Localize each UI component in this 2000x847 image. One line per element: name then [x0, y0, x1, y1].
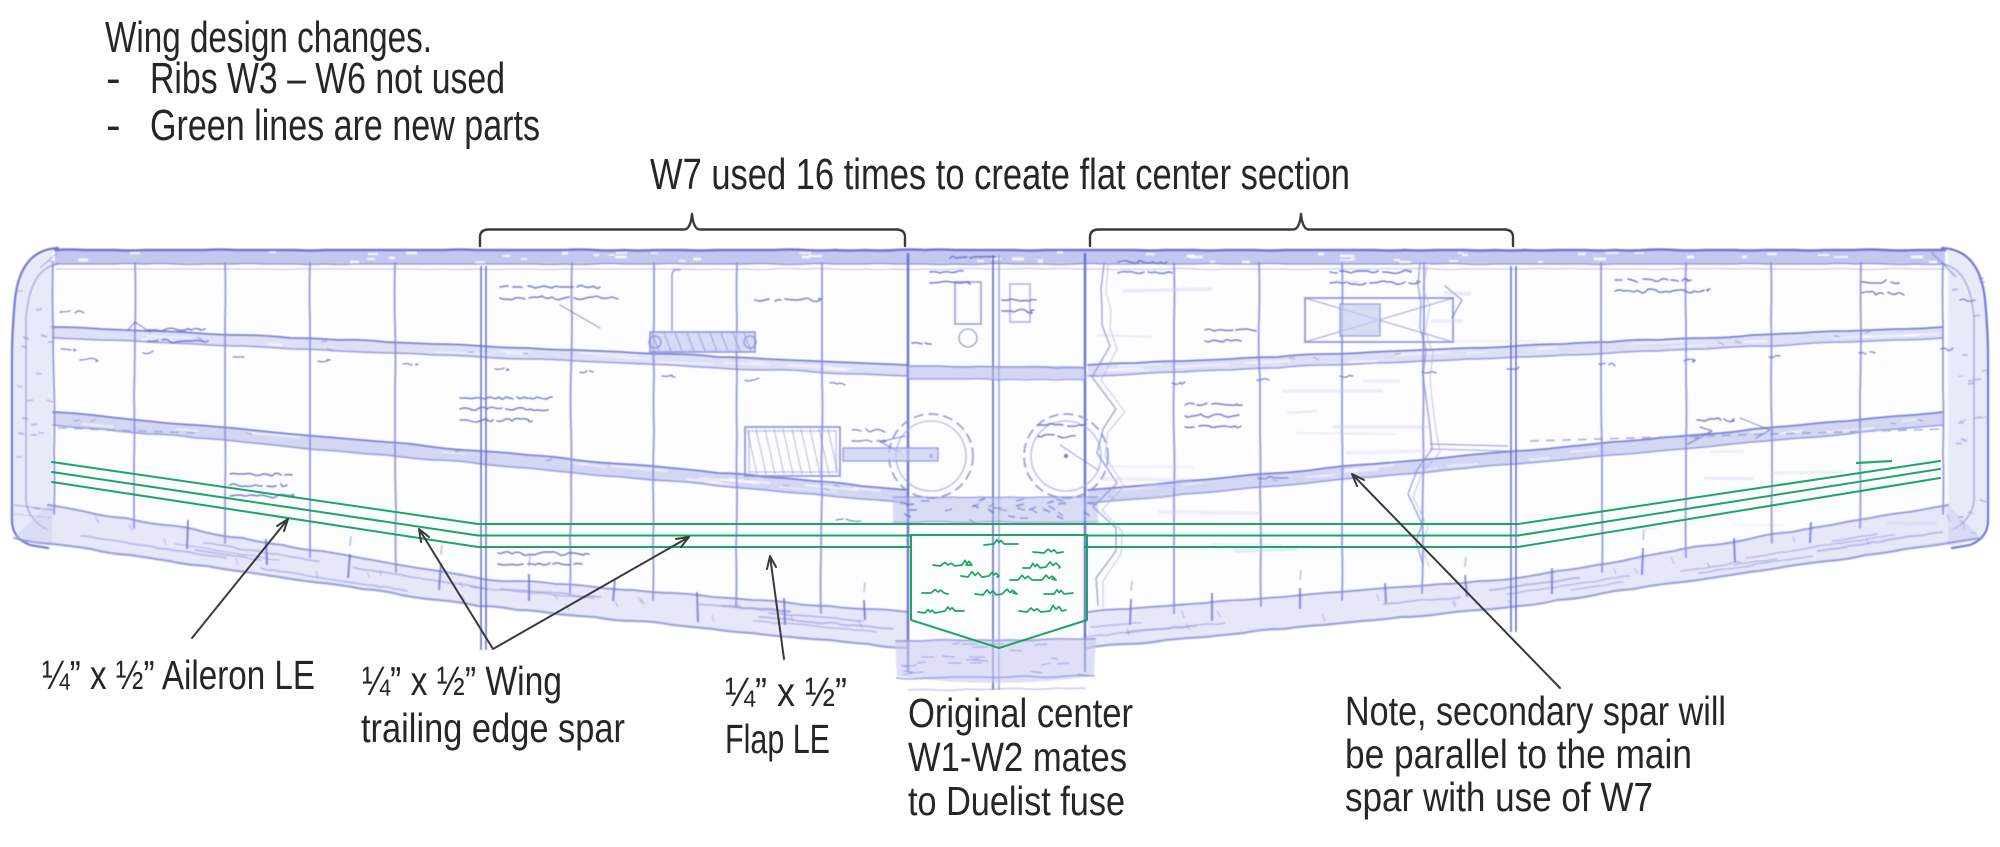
arrow-te-spar — [418, 528, 690, 650]
note-bullet-dash-2: - — [106, 101, 121, 150]
green-new-parts — [51, 459, 1941, 649]
arrow-aileron-le — [191, 518, 289, 639]
arrow-flap-le — [766, 555, 785, 660]
callout-note-line3: spar with use of W7 — [1345, 774, 1653, 820]
callout-center-line3: to Duelist fuse — [908, 778, 1125, 824]
callout-te-spar-line2: trailing edge spar — [361, 705, 625, 751]
arrow-secondary-spar — [1351, 473, 1561, 689]
annotation-text: Wing design changes. - Ribs W3 – W6 not … — [42, 13, 1726, 824]
annotation-graphics — [191, 212, 1561, 689]
callout-aileron-le: ¼” x ½” Aileron LE — [42, 652, 315, 698]
callout-note-line2: be parallel to the main — [1345, 731, 1692, 777]
brace-left — [478, 212, 907, 248]
callout-flap-le-line2: Flap LE — [725, 716, 830, 762]
note-bullet-dash-1: - — [106, 54, 121, 103]
callout-te-spar-line1: ¼” x ½” Wing — [362, 658, 562, 704]
brace-right — [1088, 212, 1515, 248]
center-section-label: W7 used 16 times to create flat center s… — [650, 150, 1350, 199]
note-bullet-1: Ribs W3 – W6 not used — [150, 54, 505, 103]
callout-center-line2: W1-W2 mates — [908, 734, 1127, 780]
callout-note-line1: Note, secondary spar will — [1345, 688, 1726, 734]
notes-title: Wing design changes. — [105, 13, 432, 62]
callout-flap-le-line1: ¼” x ½” — [725, 669, 847, 715]
wing-blueprint — [10, 246, 1990, 692]
note-bullet-2: Green lines are new parts — [150, 101, 540, 150]
callout-center-line1: Original center — [908, 690, 1133, 736]
